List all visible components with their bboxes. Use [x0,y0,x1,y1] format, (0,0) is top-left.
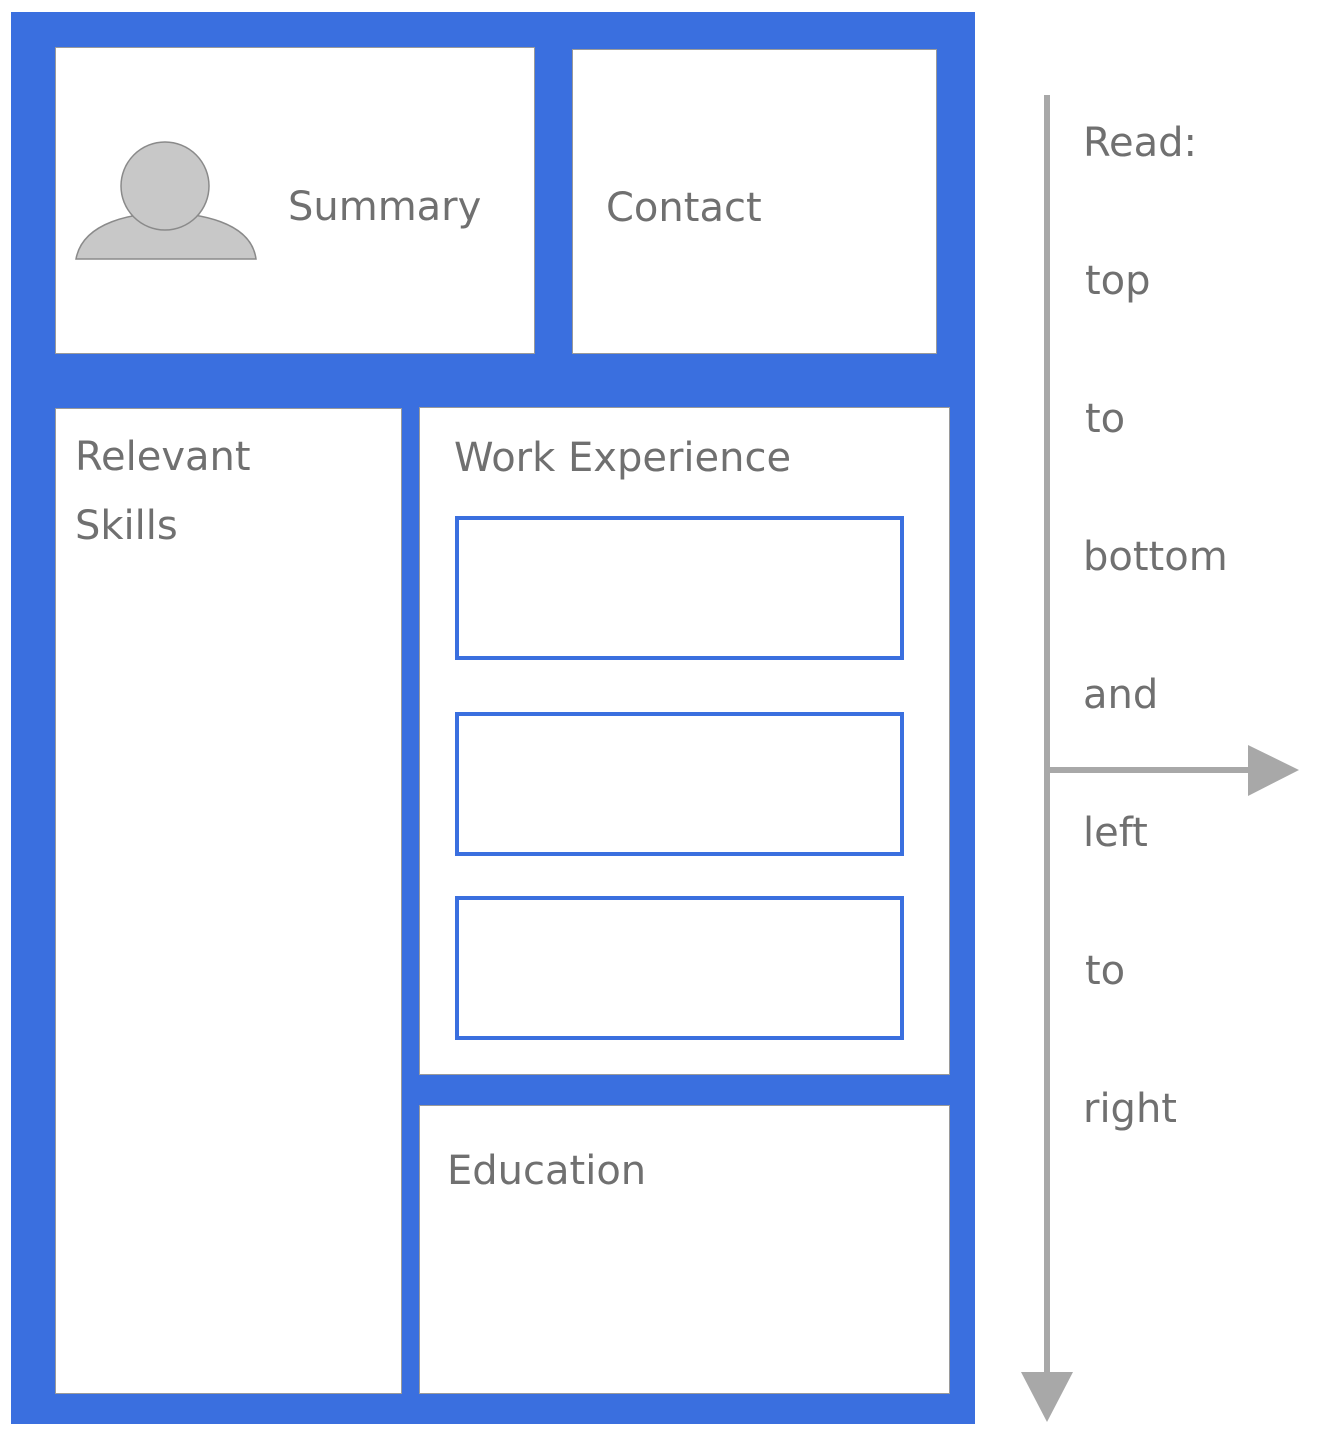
read-word-left: left [1083,810,1148,856]
summary-heading: Summary [288,184,482,230]
contact-heading: Contact [606,185,762,231]
right-arrow-icon [1248,745,1299,796]
skills-heading: Relevant Skills [75,434,251,549]
work-experience-entry-1 [455,516,904,660]
read-word-to-2: to [1085,948,1126,994]
down-arrow-icon [1021,1372,1073,1422]
work-experience-entry-2 [455,712,904,856]
read-word-top: top [1085,258,1151,304]
contact-panel: Contact [572,49,937,354]
read-word-right: right [1083,1086,1177,1132]
education-heading: Education [447,1148,647,1194]
person-avatar-icon [75,141,257,260]
read-word-to-1: to [1085,396,1126,442]
work-experience-heading: Work Experience [454,435,792,481]
read-word-bottom: bottom [1083,534,1228,580]
education-panel: Education [419,1105,950,1394]
summary-panel: Summary [55,47,535,354]
work-experience-panel: Work Experience [419,407,950,1075]
read-word-and: and [1083,672,1159,718]
skills-panel: Relevant Skills [55,408,402,1394]
read-title: Read: [1083,120,1197,166]
work-experience-entry-3 [455,896,904,1040]
